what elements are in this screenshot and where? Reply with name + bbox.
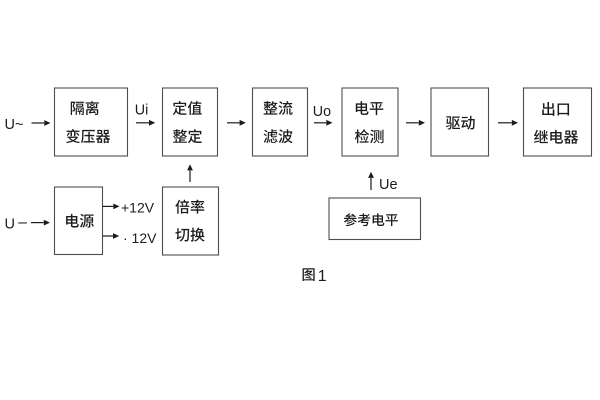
svg-text:U~: U~ (5, 117, 24, 133)
svg-text:Ui: Ui (135, 102, 149, 118)
svg-text:–: – (18, 214, 27, 231)
svg-text:U: U (5, 217, 15, 233)
svg-text:Ue: Ue (379, 177, 398, 193)
svg-text:+12V: +12V (121, 199, 155, 215)
svg-text:1: 1 (318, 268, 327, 285)
svg-text:Uo: Uo (313, 104, 331, 120)
svg-text:· 12V: · 12V (123, 230, 157, 246)
